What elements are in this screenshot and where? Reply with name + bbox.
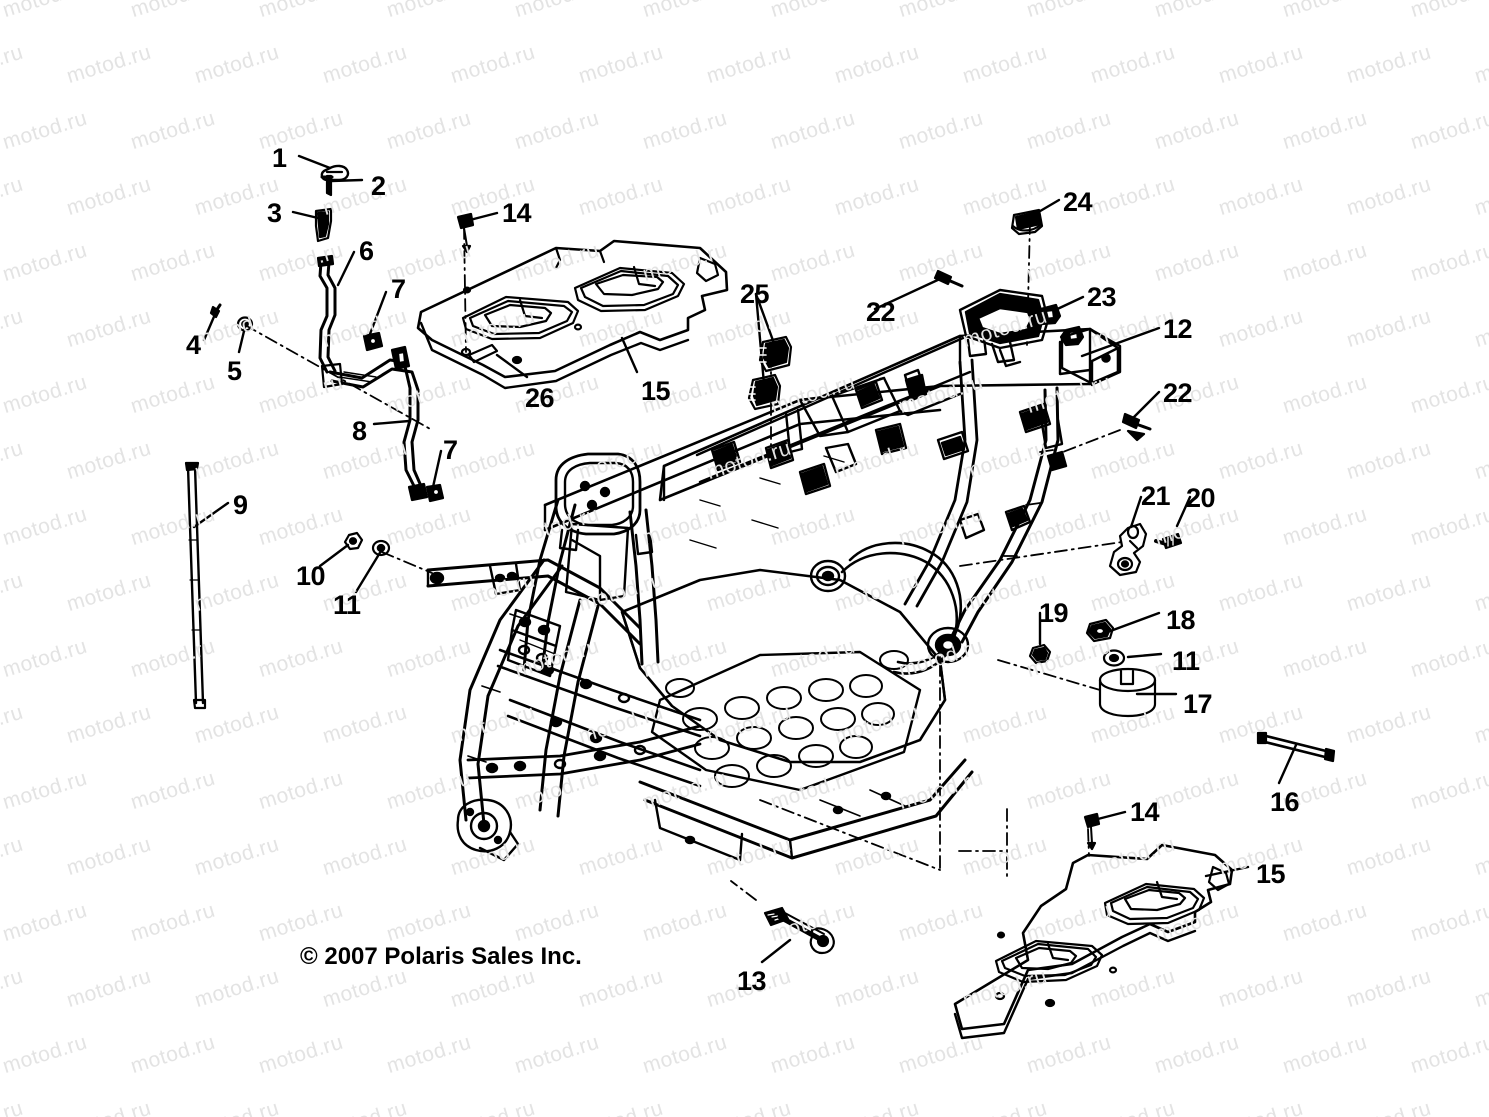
callout-number-bushing-mount: 17: [1183, 689, 1213, 719]
callout-number-hex-bolt-long: 13: [737, 966, 767, 996]
callout-number-rod: 9: [233, 490, 248, 520]
callout-number-bolt: 22: [1163, 378, 1193, 408]
callout-number-bracket: 21: [1141, 481, 1171, 511]
callout-number-footrest-panel: 15: [641, 376, 671, 406]
floor-perforations: [665, 650, 909, 788]
callout-number-cotter-pin: 1: [272, 143, 287, 173]
part-14a-screw: [456, 212, 475, 254]
callout-number-bolt: 20: [1186, 483, 1216, 513]
part-11a-washer: [371, 539, 391, 557]
part-19-nut: [1028, 643, 1052, 665]
callout-number-clip-bracket: 3: [267, 198, 282, 228]
callout-number-washer: 11: [1172, 646, 1200, 676]
callout-number-cap-plug: 24: [1063, 187, 1093, 217]
callout-number-nut: 19: [1039, 598, 1069, 628]
part-26-pin-rod: [467, 343, 499, 364]
callout-number-nut: 18: [1166, 605, 1196, 635]
callout-number-nut: 10: [296, 561, 326, 591]
callout-number-clip: 25: [740, 279, 770, 309]
callout-number-frame-rail-end: 12: [1163, 314, 1193, 344]
callout-number-fastener: 4: [186, 330, 201, 360]
callout-number-line-clamp: 7: [391, 274, 406, 304]
callout-number-screw: 14: [1130, 797, 1160, 827]
part-20-bolt: [1154, 532, 1183, 550]
part-7-line-clamps: [362, 331, 445, 503]
callout-number-screw: 14: [502, 198, 532, 228]
part-18-nut: [1085, 618, 1115, 643]
part-5-nut: [236, 316, 254, 332]
part-24-cap-plug: [1010, 208, 1044, 236]
callout-number-pin: 2: [371, 171, 386, 201]
part-4-fastener: [209, 303, 222, 319]
part-21-bracket: [1108, 522, 1148, 577]
part-10-nut: [343, 531, 364, 551]
part-16-rod-thin: [1256, 731, 1336, 763]
part-9-rod: [184, 461, 207, 710]
part-17-bushing-mount: [1098, 667, 1157, 718]
callout-number-bolt: 22: [866, 297, 896, 327]
callout-number-footrest-panel: 15: [1256, 859, 1286, 889]
callout-number-pin-rod: 26: [525, 383, 555, 413]
part-13-hex-bolt: [763, 906, 835, 955]
callout-number-brake-line-lower: 8: [352, 416, 367, 446]
part-15b-footrest-panel: [953, 843, 1234, 1040]
part-25-clips: [747, 335, 793, 411]
callout-number-grommet: 23: [1087, 282, 1117, 312]
part-6-brake-line-upper: [316, 254, 337, 374]
part-23-grommets: [1035, 303, 1085, 347]
callout-number-nut: 5: [227, 356, 242, 386]
part-11b-washer: [1102, 649, 1126, 667]
callout-number-brake-line-upper: 6: [359, 236, 374, 266]
callout-number-line-clamp: 7: [443, 435, 458, 465]
part-3-clip-bracket: [314, 207, 333, 243]
callout-number-rod-thin: 16: [1270, 787, 1300, 817]
main-frame-assembly: [426, 288, 1122, 862]
part-15a-footrest-panel: [416, 239, 729, 390]
part-8-brake-line-lower: [320, 358, 423, 488]
copyright-notice: © 2007 Polaris Sales Inc.: [300, 943, 582, 970]
part-14b-screw: [1083, 812, 1101, 851]
part-22a-bolt: [933, 269, 964, 288]
part-22b-bolt: [1121, 412, 1152, 442]
part-2-pin: [320, 174, 334, 197]
leader-lines: [192, 154, 1298, 964]
callout-number-washer: 11: [333, 590, 361, 620]
